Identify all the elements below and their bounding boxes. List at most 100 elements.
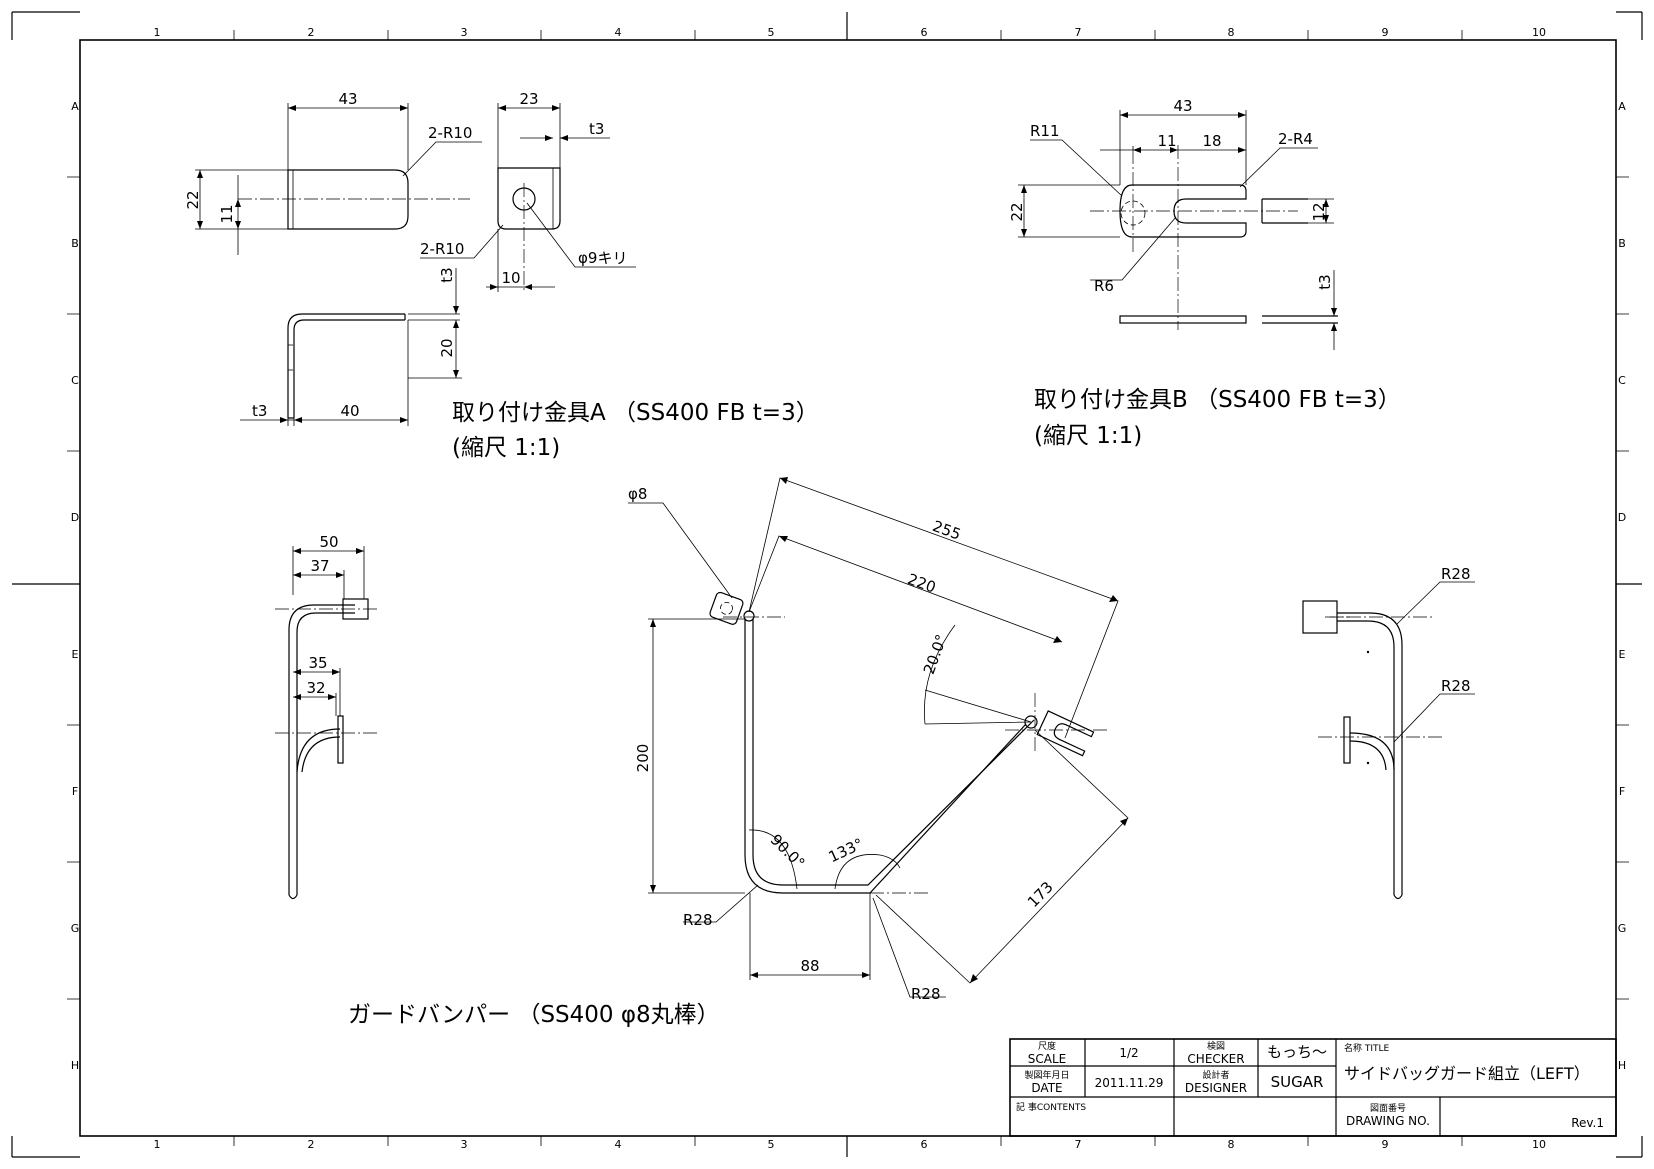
part-a-dim-t3-top: t3 (589, 120, 604, 138)
tb-designer-value: SUGAR (1271, 1073, 1324, 1091)
grid-row-labels-left: A B C D E F G H (71, 100, 80, 1072)
grid-col-3-bottom: 3 (461, 1138, 468, 1151)
bumper-left-view: 50 37 35 32 (275, 533, 378, 900)
grid-col-2-bottom: 2 (308, 1138, 315, 1151)
tb-scale-value: 1/2 (1119, 1046, 1138, 1060)
part-b-scale: (縮尺 1:1) (1034, 423, 1142, 449)
part-a-dim-40: 40 (340, 402, 359, 420)
part-a-drawing: 43 22 11 2-R10 23 t3 2-R10 φ9キリ 10 (184, 90, 819, 461)
part-a-scale: (縮尺 1:1) (452, 435, 560, 461)
grid-col-5-bottom: 5 (768, 1138, 775, 1151)
part-b-dim-t3: t3 (1316, 274, 1334, 289)
grid-col-6: 6 (921, 26, 928, 39)
tb-designer-label-en: DESIGNER (1185, 1081, 1247, 1095)
part-a-dim-hole: φ9キリ (578, 249, 627, 267)
grid-col-4-bottom: 4 (615, 1138, 622, 1151)
bumper-dim-r28-left: R28 (683, 911, 713, 929)
part-a-dim-t3-left: t3 (252, 402, 267, 420)
part-b-dim-11: 11 (1157, 132, 1176, 150)
grid-row-d-right: D (1618, 511, 1626, 524)
part-a-dim-10: 10 (501, 269, 520, 287)
grid-row-c: C (71, 374, 79, 387)
part-b-dim-43: 43 (1173, 97, 1192, 115)
grid-col-5: 5 (768, 26, 775, 39)
grid-col-10: 10 (1532, 26, 1546, 39)
part-b-dim-18: 18 (1202, 132, 1221, 150)
grid-col-1: 1 (154, 26, 161, 39)
grid-row-labels-right: A B C D E F G H (1618, 100, 1627, 1072)
part-a-title: 取り付け金具A （SS400 FB t=3） (452, 400, 819, 426)
grid-ticks (67, 30, 1629, 1146)
tb-drawing-no-label-en: DRAWING NO. (1346, 1114, 1430, 1128)
tb-checker-label-en: CHECKER (1187, 1052, 1244, 1066)
grid-row-g-right: G (1618, 922, 1627, 935)
grid-col-2: 2 (308, 26, 315, 39)
tb-date-label-jp: 製図年月日 (1024, 1069, 1069, 1081)
right-view-dim-r28-top: R28 (1441, 565, 1471, 583)
grid-row-f-right: F (1619, 785, 1625, 798)
tb-designer-label-jp: 設計者 (1202, 1069, 1229, 1081)
grid-row-e-right: E (1619, 648, 1626, 661)
grid-col-9: 9 (1382, 26, 1389, 39)
part-b-drawing: 43 11 18 R11 2-R4 22 12 R6 t3 取り付け金具B （S… (1008, 97, 1401, 449)
grid-row-b: B (71, 237, 79, 250)
grid-row-a: A (71, 100, 79, 113)
grid-row-g: G (71, 922, 80, 935)
part-a-dim-43: 43 (338, 90, 357, 108)
grid-col-3: 3 (461, 26, 468, 39)
left-view-dim-32: 32 (306, 679, 325, 697)
bumper-right-view: R28 R28 (1302, 565, 1475, 900)
grid-col-1-bottom: 1 (154, 1138, 161, 1151)
grid-col-6-bottom: 6 (921, 1138, 928, 1151)
grid-col-7-bottom: 7 (1075, 1138, 1082, 1151)
corner-marks (11, 11, 1643, 1158)
tb-drawing-no-label-jp: 図面番号 (1370, 1102, 1406, 1114)
tb-date-value: 2011.11.29 (1095, 1076, 1164, 1090)
tb-revision: Rev.1 (1571, 1116, 1604, 1130)
tb-checker-label-jp: 検図 (1207, 1040, 1225, 1052)
part-b-dim-r6: R6 (1094, 277, 1114, 295)
bumper-dim-r28-right: R28 (911, 985, 941, 1003)
part-b-dim-2r4: 2-R4 (1278, 130, 1313, 148)
bumper-main-view: φ8 255 220 20.0° 200 90.0° 133° R28 88 R… (348, 477, 1129, 1028)
left-view-dim-37: 37 (310, 557, 329, 575)
grid-column-labels-top: 1 2 3 4 5 6 7 8 9 10 (154, 26, 1547, 39)
part-a-dim-22: 22 (184, 190, 202, 209)
drawing-border (79, 39, 1617, 1137)
tb-contents-label: 記 事CONTENTS (1016, 1101, 1086, 1113)
grid-row-c-right: C (1618, 374, 1626, 387)
bumper-dim-255: 255 (930, 517, 963, 544)
grid-row-d: D (71, 511, 79, 524)
title-block: 尺度 SCALE 1/2 検図 CHECKER もっち～ 名称 TITLE サイ… (1009, 1038, 1617, 1137)
part-b-dim-r11: R11 (1030, 122, 1060, 140)
bumper-dim-diameter: φ8 (628, 485, 647, 503)
grid-column-labels-bottom: 1 2 3 4 5 6 7 8 9 10 (154, 1138, 1547, 1151)
bumper-dim-173: 173 (1024, 878, 1057, 911)
part-a-dim-2r10-bottom: 2-R10 (420, 240, 464, 258)
grid-row-f: F (72, 785, 78, 798)
bumper-dim-88: 88 (800, 957, 819, 975)
part-a-dim-20: 20 (438, 338, 456, 357)
bumper-dim-angle-133: 133° (826, 835, 866, 867)
bumper-dim-angle-90: 90.0° (767, 831, 809, 873)
part-b-dim-12: 12 (1310, 202, 1328, 221)
tb-name-value: サイドバッグガード組立（LEFT） (1344, 1064, 1590, 1083)
right-view-dim-r28-mid: R28 (1441, 677, 1471, 695)
tb-checker-value: もっち～ (1267, 1043, 1327, 1061)
grid-col-8: 8 (1228, 26, 1235, 39)
part-a-dim-2r10-top: 2-R10 (428, 124, 472, 142)
tb-date-label-en: DATE (1031, 1081, 1062, 1095)
grid-row-b-right: B (1618, 237, 1626, 250)
bumper-title: ガードバンパー （SS400 φ8丸棒） (348, 1002, 720, 1028)
bumper-dim-220: 220 (905, 570, 938, 597)
grid-col-10-bottom: 10 (1532, 1138, 1546, 1151)
grid-row-h-right: H (1618, 1059, 1626, 1072)
grid-col-9-bottom: 9 (1382, 1138, 1389, 1151)
grid-col-8-bottom: 8 (1228, 1138, 1235, 1151)
part-b-dim-22: 22 (1008, 202, 1026, 221)
grid-col-4: 4 (615, 26, 622, 39)
bumper-dim-angle-20: 20.0° (920, 632, 951, 677)
left-view-dim-35: 35 (308, 654, 327, 672)
part-b-title: 取り付け金具B （SS400 FB t=3） (1034, 387, 1401, 413)
